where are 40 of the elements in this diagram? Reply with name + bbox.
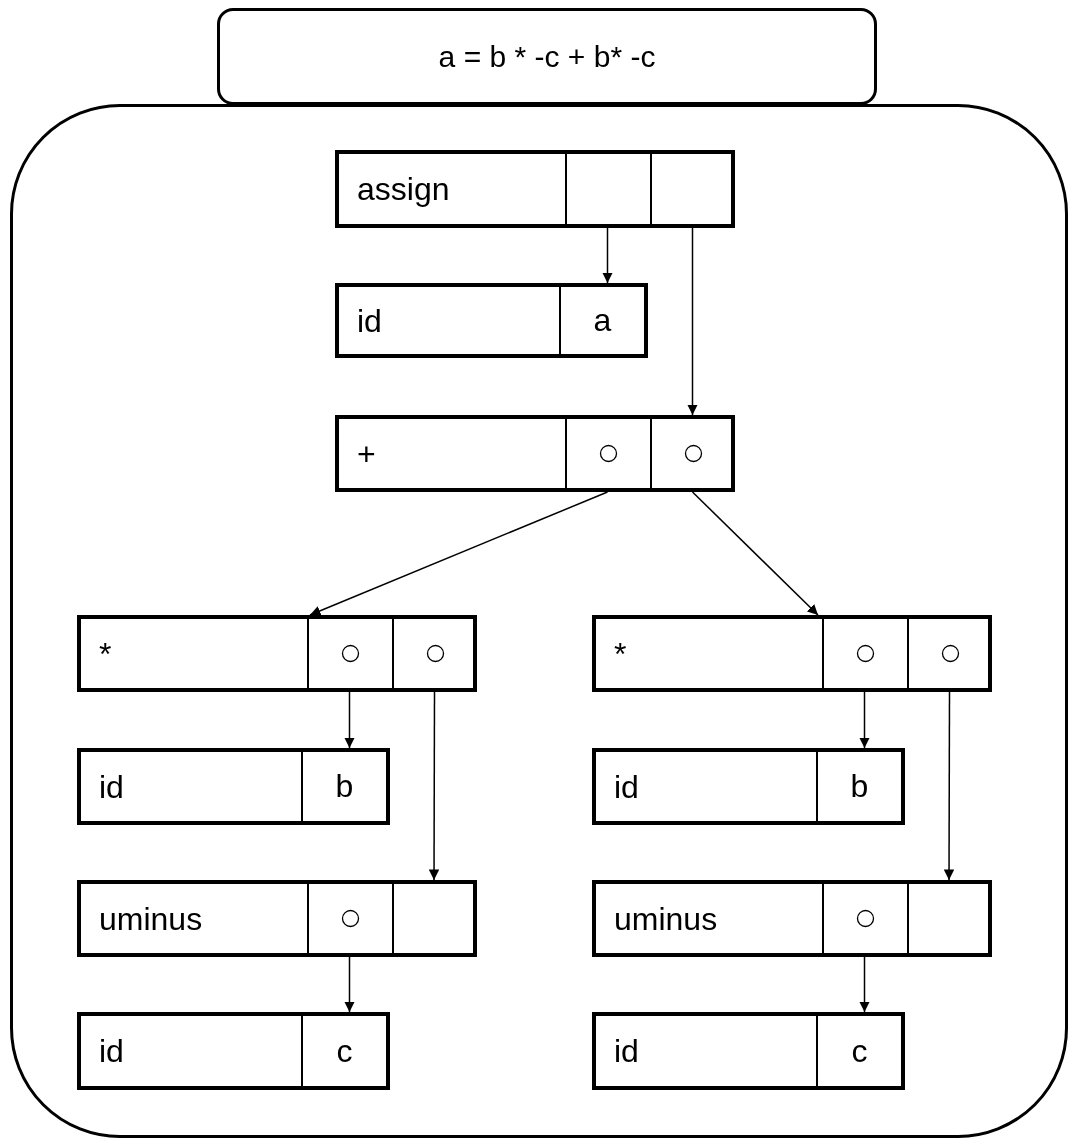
field-value: c <box>816 1016 901 1086</box>
arrow <box>859 691 870 749</box>
record-box <box>592 748 905 825</box>
arrow <box>344 956 355 1013</box>
arrow <box>428 691 440 881</box>
record-label: id <box>99 768 124 805</box>
record-label: id <box>99 1032 124 1070</box>
arrow <box>602 227 613 284</box>
record-box <box>77 748 390 825</box>
record-label: id <box>614 768 639 805</box>
record-box <box>77 615 477 692</box>
record-box <box>77 880 477 957</box>
record-label: * <box>99 635 112 672</box>
formula-box <box>217 8 877 105</box>
record-label: uminus <box>99 900 203 937</box>
arrow <box>691 491 819 616</box>
record-label: assign <box>357 170 450 208</box>
arrow <box>309 491 609 616</box>
record-label: + <box>357 435 376 472</box>
record-box <box>335 283 648 358</box>
record-label: id <box>357 302 382 339</box>
arrow <box>943 691 955 881</box>
field-value: c <box>301 1016 386 1086</box>
arrow <box>687 227 698 416</box>
record-box <box>335 415 735 492</box>
record-box <box>592 1012 905 1090</box>
record-label: id <box>614 1032 639 1070</box>
formula-text: a = b * -c + b* -c <box>438 39 656 74</box>
field-value: b <box>816 752 901 821</box>
arrow <box>344 691 355 749</box>
record-box <box>335 150 735 228</box>
record-box <box>77 1012 390 1090</box>
rounded-panel <box>10 104 1068 1138</box>
arrow <box>859 956 870 1013</box>
record-label: * <box>614 635 627 672</box>
record-label: uminus <box>614 900 718 937</box>
field-value: a <box>559 287 644 354</box>
field-value: b <box>301 752 386 821</box>
record-box <box>592 615 992 692</box>
record-box <box>592 880 992 957</box>
